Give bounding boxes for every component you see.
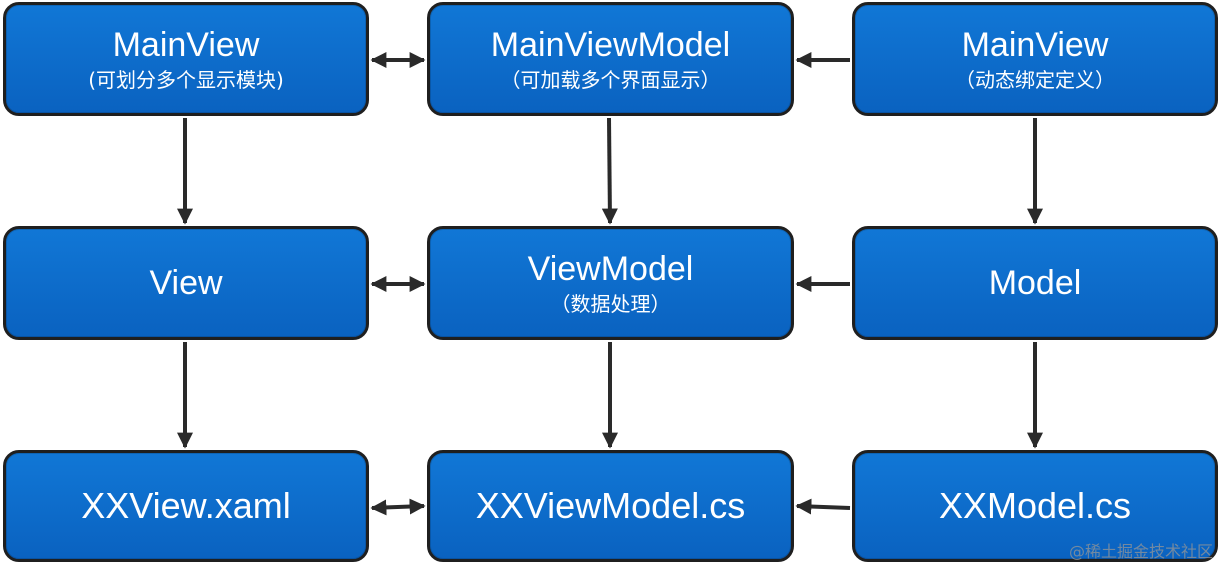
node-view: View bbox=[3, 226, 369, 340]
node-title: MainViewModel bbox=[490, 26, 731, 64]
node-title: XXView.xaml bbox=[81, 485, 291, 526]
node-subtitle: (可划分多个显示模块) bbox=[88, 68, 284, 92]
arrow-xxview-xxviewmodel bbox=[370, 498, 426, 516]
arrow-xxmodel-to-xxviewmodel bbox=[795, 498, 851, 515]
watermark: @稀土掘金技术社区 bbox=[1068, 542, 1213, 561]
node-xxviewmodel: XXViewModel.cs bbox=[427, 450, 794, 562]
node-xxview: XXView.xaml bbox=[3, 450, 369, 562]
node-viewmodel: ViewModel （数据处理） bbox=[427, 226, 794, 340]
node-model: Model bbox=[852, 226, 1218, 340]
node-xxmodel: XXModel.cs bbox=[852, 450, 1218, 562]
node-subtitle: （可加载多个界面显示） bbox=[500, 68, 721, 92]
node-mainviewmodel: MainViewModel （可加载多个界面显示） bbox=[427, 2, 794, 116]
arrow-mainviewmodel-to-viewmodel bbox=[601, 117, 618, 225]
node-title: XXViewModel.cs bbox=[475, 485, 746, 526]
node-title: XXModel.cs bbox=[938, 485, 1132, 526]
node-title: View bbox=[149, 264, 223, 302]
node-title: MainView bbox=[112, 26, 260, 64]
node-title: ViewModel bbox=[527, 250, 694, 288]
node-mainview: MainView (可划分多个显示模块) bbox=[3, 2, 369, 116]
node-title: MainView bbox=[961, 26, 1109, 64]
node-subtitle: （动态绑定定义） bbox=[955, 68, 1115, 92]
node-mainview-binding: MainView （动态绑定定义） bbox=[852, 2, 1218, 116]
node-subtitle: （数据处理） bbox=[550, 292, 671, 316]
node-title: Model bbox=[988, 264, 1082, 302]
